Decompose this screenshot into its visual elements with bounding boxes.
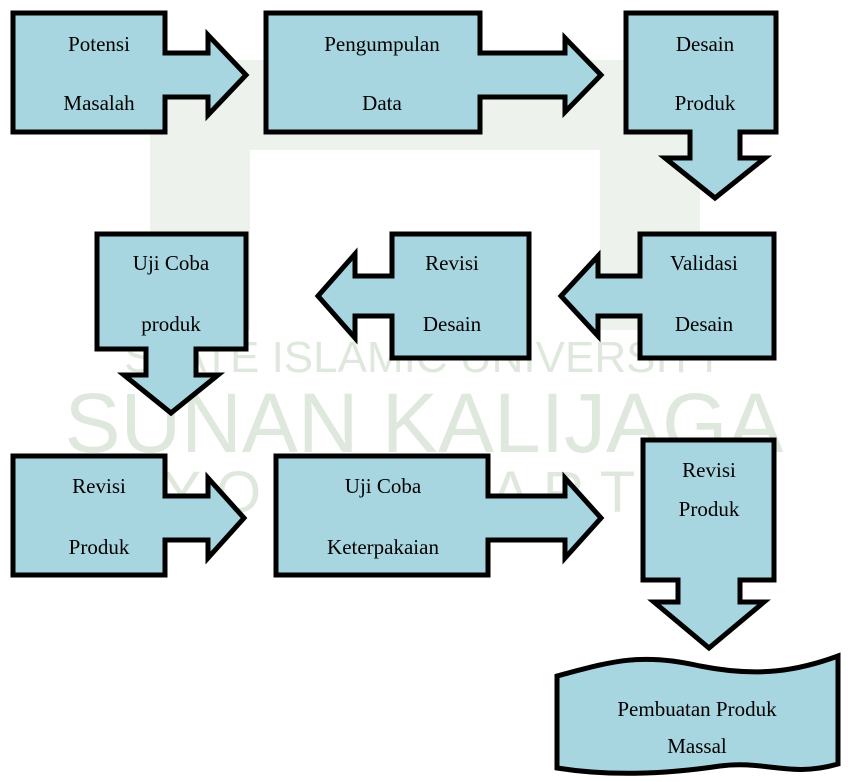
node-pengumpulan-data: Pengumpulan Data: [263, 10, 605, 135]
node-label-line-2: produk: [141, 312, 201, 336]
node-label-line-2: Masalah: [63, 91, 135, 115]
node-label-line-2: Desain: [423, 312, 482, 336]
node-revisi-produk-2: Revisi Produk: [640, 437, 777, 652]
callout-down-shape: [94, 231, 249, 417]
node-label-line-1: Validasi: [670, 251, 738, 275]
node-label-line-1: Potensi: [68, 32, 130, 56]
node-revisi-desain: Revisi Desain: [314, 231, 532, 361]
node-label-line-1: Uji Coba: [345, 474, 422, 498]
callout-left-shape: [314, 231, 532, 361]
callout-left-shape: [557, 231, 777, 361]
node-label-line-2: Produk: [679, 497, 740, 521]
node-label-line-1: Revisi: [425, 251, 479, 275]
node-uji-coba-keterpakaian: Uji Coba Keterpakaian: [273, 453, 605, 578]
node-label-line-1: Revisi: [72, 474, 126, 498]
callout-right-shape: [263, 10, 605, 135]
node-revisi-produk-1: Revisi Produk: [10, 453, 248, 578]
node-label-line-2: Data: [362, 91, 402, 115]
node-desain-produk: Desain Produk: [623, 10, 779, 202]
callout-down-shape: [623, 10, 779, 202]
node-label-line-2: Keterpakaian: [327, 535, 439, 559]
node-uji-coba-produk: Uji Coba produk: [94, 231, 249, 417]
node-label-line-2: Massal: [667, 734, 727, 758]
callout-right-shape: [273, 453, 605, 578]
callout-right-shape: [10, 10, 250, 135]
node-label-line-1: Uji Coba: [133, 251, 210, 275]
callout-right-shape: [10, 453, 248, 578]
node-label-line-2: Produk: [69, 535, 130, 559]
node-label-line-1: Revisi: [682, 458, 736, 482]
node-validasi-desain: Validasi Desain: [557, 231, 777, 361]
node-pembuatan-produk-massal: Pembuatan Produk Massal: [554, 652, 841, 776]
node-label-line-2: Produk: [675, 91, 736, 115]
node-label-line-2: Desain: [675, 312, 734, 336]
node-potensi-masalah: Potensi Masalah: [10, 10, 250, 135]
node-label-line-1: Pembuatan Produk: [617, 697, 777, 721]
node-label-line-1: Pengumpulan: [324, 32, 440, 56]
wave-banner-shape: [554, 652, 841, 776]
callout-down-shape: [640, 437, 777, 652]
node-label-line-1: Desain: [676, 32, 735, 56]
